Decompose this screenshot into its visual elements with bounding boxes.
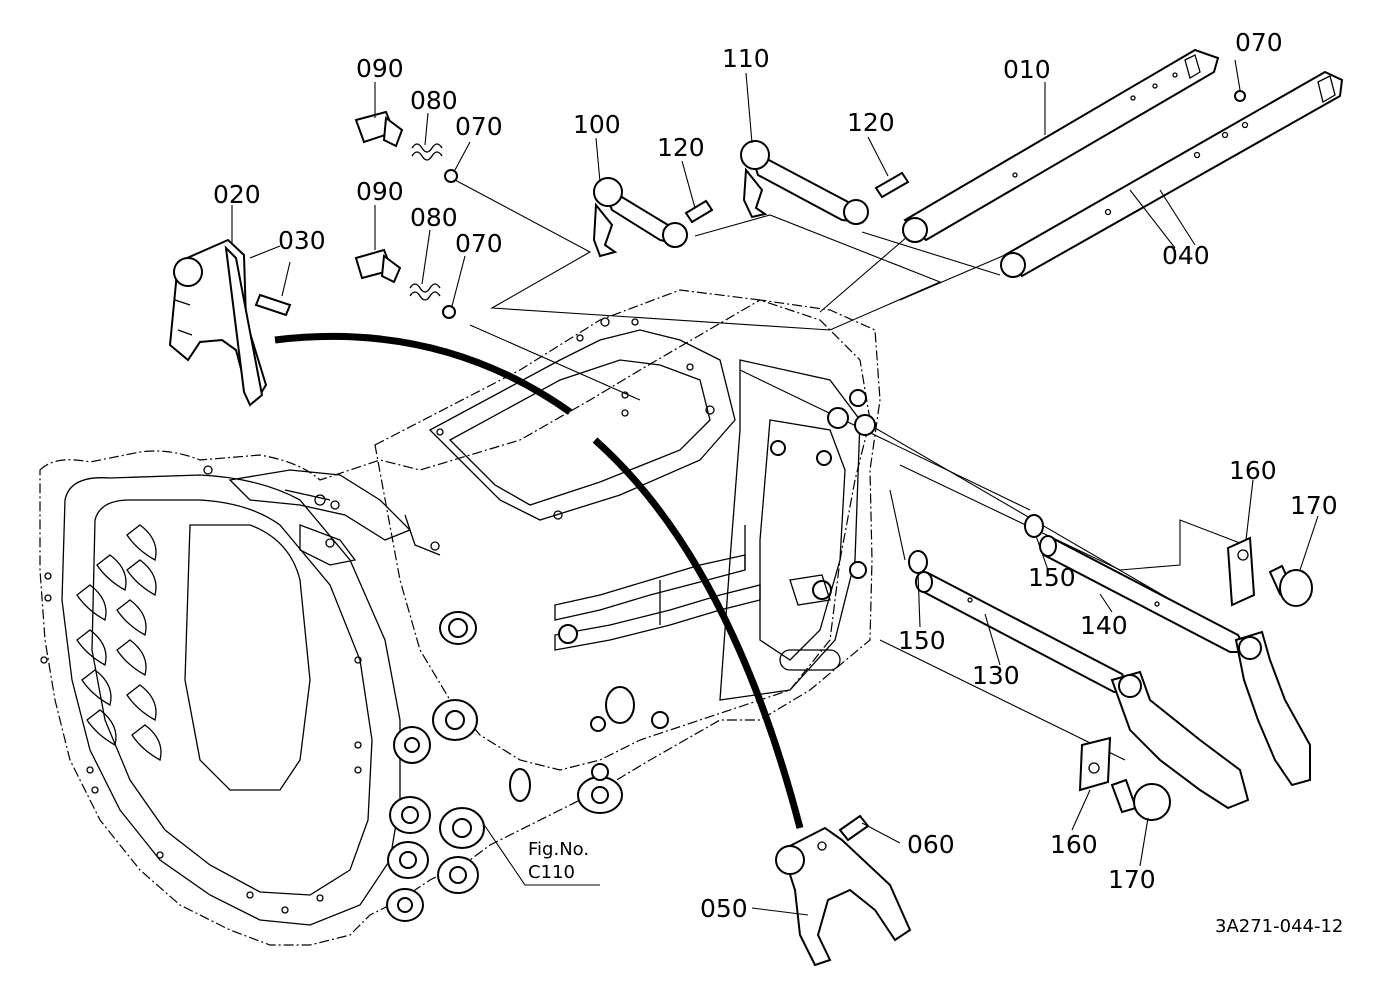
spring-080-lower: [409, 283, 441, 301]
callout-170-lower: 170: [1108, 865, 1156, 894]
figure-reference: Fig.No. C110: [528, 839, 589, 883]
callout-090-upper: 090: [356, 54, 404, 83]
shaft-140: [1039, 535, 1250, 653]
flange-bolt-holes: [40, 465, 362, 914]
figure-reference-line2: C110: [528, 862, 575, 883]
phantom-assembly-lines: [454, 179, 1246, 761]
spring-pin-120-left: [684, 199, 714, 224]
callout-070-lower: 070: [455, 229, 503, 258]
drawing-number: 3A271-044-12: [1215, 916, 1343, 937]
callout-labels: 010 020 030 040 050 060 070 070 070 080 …: [213, 28, 1338, 923]
callout-110: 110: [722, 44, 770, 73]
callout-120-right: 120: [847, 108, 895, 137]
callout-070-right: 070: [1235, 28, 1283, 57]
housing-windows: [76, 524, 162, 761]
shift-fork-020: [168, 238, 268, 407]
spring-pin-030: [254, 293, 292, 317]
transmission-housing: [39, 289, 881, 946]
callout-160-lower: 160: [1050, 830, 1098, 859]
callout-060: 060: [907, 830, 955, 859]
shift-fork-100: [592, 177, 688, 258]
callout-080-lower: 080: [410, 203, 458, 232]
callout-130: 130: [972, 661, 1020, 690]
shift-fork-050: [775, 826, 912, 967]
callout-010: 010: [1003, 55, 1051, 84]
shift-fork-110: [740, 140, 869, 225]
o-ring-150-left: [908, 550, 928, 574]
callout-120-left: 120: [657, 133, 705, 162]
bolt-170-upper: [1268, 564, 1313, 607]
callout-090-lower: 090: [356, 177, 404, 206]
callout-050: 050: [700, 894, 748, 923]
figure-reference-line1: Fig.No.: [528, 839, 589, 860]
callout-170-upper: 170: [1290, 491, 1338, 520]
callout-150-left: 150: [898, 626, 946, 655]
callout-070-upper: 070: [455, 112, 503, 141]
ball-070-upper: [444, 169, 458, 183]
plate-160-upper: [1226, 536, 1256, 607]
spring-pin-060: [838, 814, 870, 842]
callout-030: 030: [278, 226, 326, 255]
callout-080-upper: 080: [410, 86, 458, 115]
ball-070-lower: [442, 305, 456, 319]
callout-160-upper: 160: [1229, 456, 1277, 485]
arm-lever-upper: [1234, 630, 1311, 787]
callout-040: 040: [1162, 241, 1210, 270]
installation-arrows: [274, 332, 804, 829]
arm-lever-lower: [1110, 670, 1250, 810]
spring-pin-120-right: [874, 171, 910, 199]
plug-090-upper: [354, 110, 404, 148]
shift-rod-040: [1000, 70, 1344, 278]
plate-160-lower: [1078, 736, 1112, 792]
spring-080-upper: [411, 143, 443, 161]
shift-rod-010: [902, 48, 1220, 243]
callout-100: 100: [573, 110, 621, 139]
o-ring-150-right: [1024, 514, 1044, 538]
callout-150-right: 150: [1028, 563, 1076, 592]
bolt-170-lower: [1110, 778, 1171, 821]
ball-070-right: [1234, 90, 1246, 102]
callout-140: 140: [1080, 611, 1128, 640]
lower-bosses: [386, 611, 669, 922]
plug-090-lower: [354, 248, 402, 284]
callout-020: 020: [213, 180, 261, 209]
leader-lines: [231, 59, 1319, 916]
